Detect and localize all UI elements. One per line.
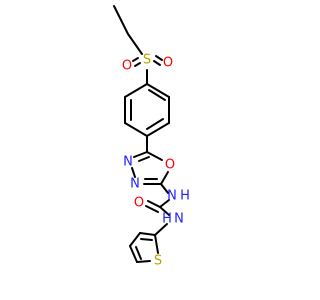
bond-oxa-n3-c2	[133, 151, 148, 158]
bond-c5-nh	[160, 183, 169, 194]
benzene-ring	[124, 83, 170, 137]
atom-amine-h-lower: H	[162, 212, 172, 227]
bond-thio-c2-c3-inner	[140, 238, 153, 241]
bond-thio-c4-c5-inner	[135, 246, 142, 260]
bond-carbonyl-o-a	[147, 200, 161, 208]
bond-nh-carbonyl	[159, 199, 170, 208]
bond-benzene-4	[124, 122, 148, 137]
atom-thiophene-s: S	[154, 254, 162, 269]
atom-sulfonyl-o-left: O	[122, 59, 132, 74]
bond-benzene-1	[146, 83, 170, 98]
ethyl-group	[113, 5, 143, 55]
bond-thio-c4-c5	[129, 245, 138, 263]
bond-nh-thiophene	[154, 223, 168, 236]
oxadiazole-ring	[131, 151, 169, 185]
atom-oxadiazole-n-lower: N	[130, 177, 140, 192]
bond-oxa-n3-c2-inner	[138, 156, 150, 162]
bond-thio-c5-s	[136, 260, 151, 263]
bond-thio-c2-c3	[139, 232, 156, 236]
bond-oxa-o-c5	[160, 171, 169, 185]
bond-s-o-right-b	[153, 60, 161, 66]
molecule-structure: S O O O N N N H O H N S	[113, 5, 190, 269]
bond-carbonyl-nh	[159, 206, 170, 216]
atom-oxadiazole-n-upper: N	[123, 155, 133, 170]
atom-carbonyl-o: O	[134, 196, 144, 211]
bond-s-o-right-a	[155, 55, 163, 61]
bond-benzene-3	[146, 122, 170, 137]
bond-benzene-6	[124, 83, 148, 98]
bond-ethyl-cs	[127, 33, 143, 55]
atom-oxadiazole-o: O	[165, 158, 175, 173]
urea-group	[145, 183, 170, 236]
atom-sulfonyl-s: S	[143, 53, 151, 68]
bond-ethyl-cc	[113, 5, 129, 35]
atom-amine-h-upper: H	[180, 189, 190, 204]
atom-sulfonyl-o-right: O	[163, 56, 173, 71]
sulfonyl-group	[132, 55, 163, 85]
atom-labels: S O O O N N N H O H N S	[122, 53, 190, 269]
bond-benzene-inner-1	[148, 89, 166, 101]
thiophene-ring	[129, 232, 159, 263]
atom-amine-n-upper: N	[167, 189, 177, 204]
bond-oxa-n4-n3	[131, 167, 136, 178]
bond-thio-c3-c4	[129, 232, 141, 247]
bond-oxa-c2-o	[146, 151, 163, 161]
bond-thio-s-c2	[154, 234, 159, 254]
atom-amine-n-lower: N	[174, 212, 184, 227]
bond-carbonyl-o-b	[145, 205, 159, 213]
bond-benzene-inner-2	[146, 118, 164, 130]
bond-s-o-left-a	[132, 57, 139, 62]
bond-s-o-left-b	[134, 62, 141, 67]
